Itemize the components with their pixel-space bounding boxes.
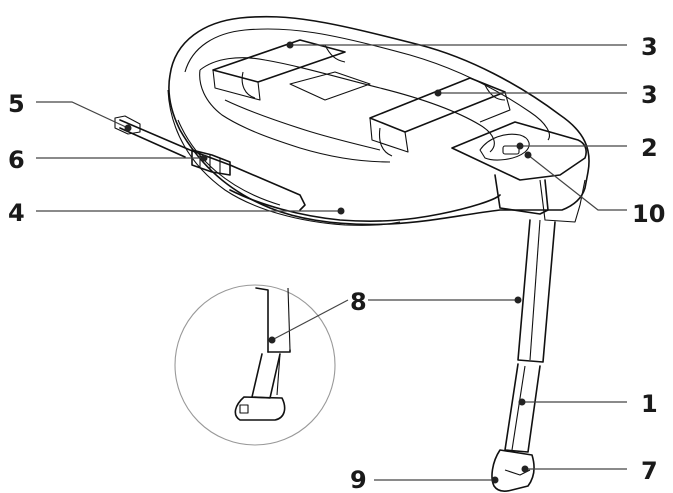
callout-6: 6: [8, 146, 208, 174]
seat-tray: [199, 57, 495, 163]
callout-4: 4: [8, 199, 345, 227]
isofix-arm: [114, 115, 306, 211]
callout-9: 9: [350, 466, 499, 493]
callout-label: 10: [632, 200, 665, 228]
support-leg: [491, 219, 556, 492]
callout-label: 4: [8, 199, 25, 227]
callout-2: 2: [516, 134, 658, 162]
callout-label: 6: [8, 146, 25, 174]
rear-connector-bar: [212, 39, 346, 101]
callout-8: 8: [268, 288, 522, 344]
callout-label: 2: [641, 134, 658, 162]
callout-3-top: 3: [286, 33, 658, 61]
callout-label: 3: [641, 81, 658, 109]
callout-3-front: 3: [434, 81, 658, 109]
callout-10: 10: [524, 151, 665, 228]
callout-label: 9: [350, 466, 367, 493]
callout-7: 7: [521, 457, 658, 485]
callout-1: 1: [518, 390, 658, 418]
leg-detail-inset: [174, 284, 336, 446]
callout-label: 1: [641, 390, 658, 418]
callout-label: 5: [8, 90, 25, 118]
callout-5: 5: [8, 90, 132, 132]
callout-label: 3: [641, 33, 658, 61]
callout-label: 8: [350, 288, 367, 316]
callout-label: 7: [641, 457, 658, 485]
front-connector-bar: [369, 77, 511, 157]
